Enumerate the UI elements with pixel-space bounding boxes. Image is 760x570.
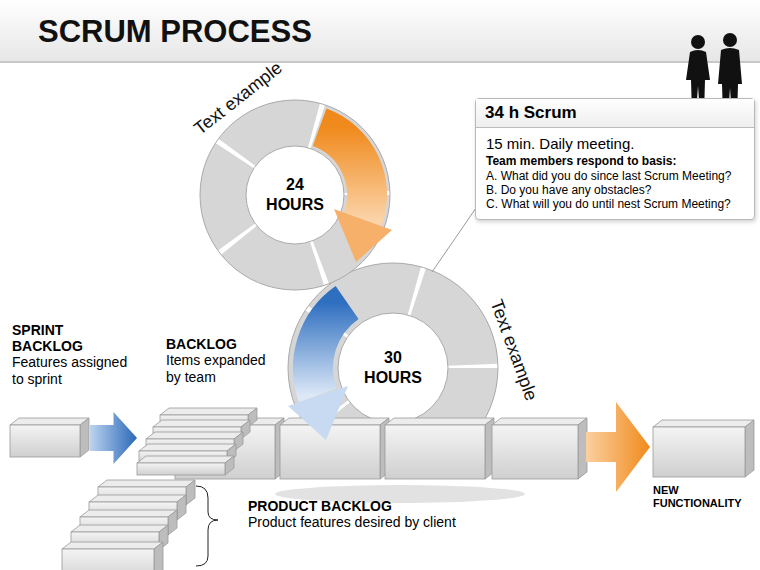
- node-text: A. What did you do since last Scrum Meet…: [476, 169, 754, 183]
- box-side: [80, 418, 89, 457]
- daily-cycle: 24 HOURS: [249, 149, 341, 241]
- node-heading: BACKLOG: [166, 336, 266, 352]
- box-top: [492, 418, 587, 425]
- box-top: [160, 408, 257, 415]
- node-heading: NEW FUNCTIONALITY: [653, 484, 753, 510]
- sprint-backlog: SPRINT BACKLOGFeatures assigned to sprin…: [10, 418, 90, 458]
- leader-line: [432, 208, 476, 272]
- new-functionality: NEW FUNCTIONALITY: [653, 420, 755, 476]
- box-top: [89, 495, 186, 502]
- box-front: [385, 425, 485, 479]
- box-front: [653, 427, 745, 477]
- head: [691, 35, 705, 49]
- box-side: [168, 510, 177, 535]
- sprint-cycle: 30 HOURS: [343, 318, 443, 418]
- node-heading: 34 h Scrum: [476, 99, 754, 128]
- team-backlog: BACKLOGItems expanded by team: [137, 408, 267, 472]
- node-heading: 24 HOURS: [263, 175, 327, 215]
- box-front: [492, 425, 578, 479]
- text-example-label: Text example: [190, 57, 286, 138]
- box-front: [137, 463, 225, 475]
- node-text: C. What will you do until nest Scrum Mee…: [476, 197, 754, 219]
- box-top: [137, 456, 234, 463]
- caption-block: NEW FUNCTIONALITY: [653, 484, 753, 510]
- box-front: [62, 549, 154, 570]
- box-top: [80, 510, 177, 517]
- arrow-shape: [586, 402, 650, 492]
- node-text: Items expanded by team: [166, 352, 266, 386]
- box-top: [146, 432, 243, 439]
- text-example-label: Text example: [486, 297, 541, 404]
- box-side: [745, 420, 754, 477]
- box-top: [62, 542, 163, 549]
- box-side: [154, 542, 163, 570]
- box-side: [186, 480, 195, 505]
- title-bar: [0, 0, 760, 62]
- box-top: [139, 444, 236, 451]
- flow-arrow: [90, 412, 137, 464]
- ring-edge: [338, 313, 448, 423]
- title-rule: [0, 61, 760, 63]
- diagram-title: SCRUM PROCESS: [38, 14, 312, 50]
- box-top: [71, 525, 168, 532]
- head: [723, 33, 737, 47]
- box-side: [578, 418, 587, 479]
- box-side: [177, 495, 186, 520]
- caption-block: PRODUCT BACKLOGProduct features desired …: [248, 498, 463, 531]
- caption-block: SPRINT BACKLOGFeatures assigned to sprin…: [12, 322, 132, 388]
- box-side: [225, 456, 234, 475]
- node-heading: 30 HOURS: [361, 348, 425, 388]
- box-front: [10, 425, 80, 457]
- node-text: Features assigned to sprint: [12, 354, 132, 388]
- caption-block: BACKLOGItems expanded by team: [166, 336, 266, 386]
- blue-cycle-arrow: [288, 303, 348, 441]
- arrow-head: [334, 209, 392, 262]
- ring-body: [223, 123, 367, 267]
- orange-cycle-arrow: [320, 127, 392, 262]
- output-arrow: [586, 402, 650, 492]
- box-top: [385, 418, 494, 425]
- node-text: Team members respond to basis:: [476, 154, 754, 169]
- box-front: [280, 425, 380, 479]
- arrow-head: [288, 386, 348, 440]
- ring-edge: [246, 146, 344, 244]
- box-top: [153, 420, 250, 427]
- box-group: [10, 408, 754, 570]
- node-heading: PRODUCT BACKLOG: [248, 498, 463, 514]
- ring-edge: [200, 100, 390, 290]
- arrow-shaft: [320, 127, 367, 219]
- box-top: [10, 418, 89, 425]
- node-text: 15 min. Daily meeting.: [476, 128, 754, 154]
- bracket: [196, 486, 218, 566]
- node-text: Product features desired by client: [248, 514, 463, 531]
- box-top: [653, 420, 754, 427]
- arrow-shaft: [313, 303, 347, 396]
- scrum-callout: 34 h Scrum15 min. Daily meeting.Team mem…: [475, 98, 755, 220]
- node-text: B. Do you have any obstacles?: [476, 183, 754, 197]
- box-top: [98, 480, 195, 487]
- product-backlog: PRODUCT BACKLOGProduct features desired …: [62, 480, 188, 570]
- node-heading: SPRINT BACKLOG: [12, 322, 92, 354]
